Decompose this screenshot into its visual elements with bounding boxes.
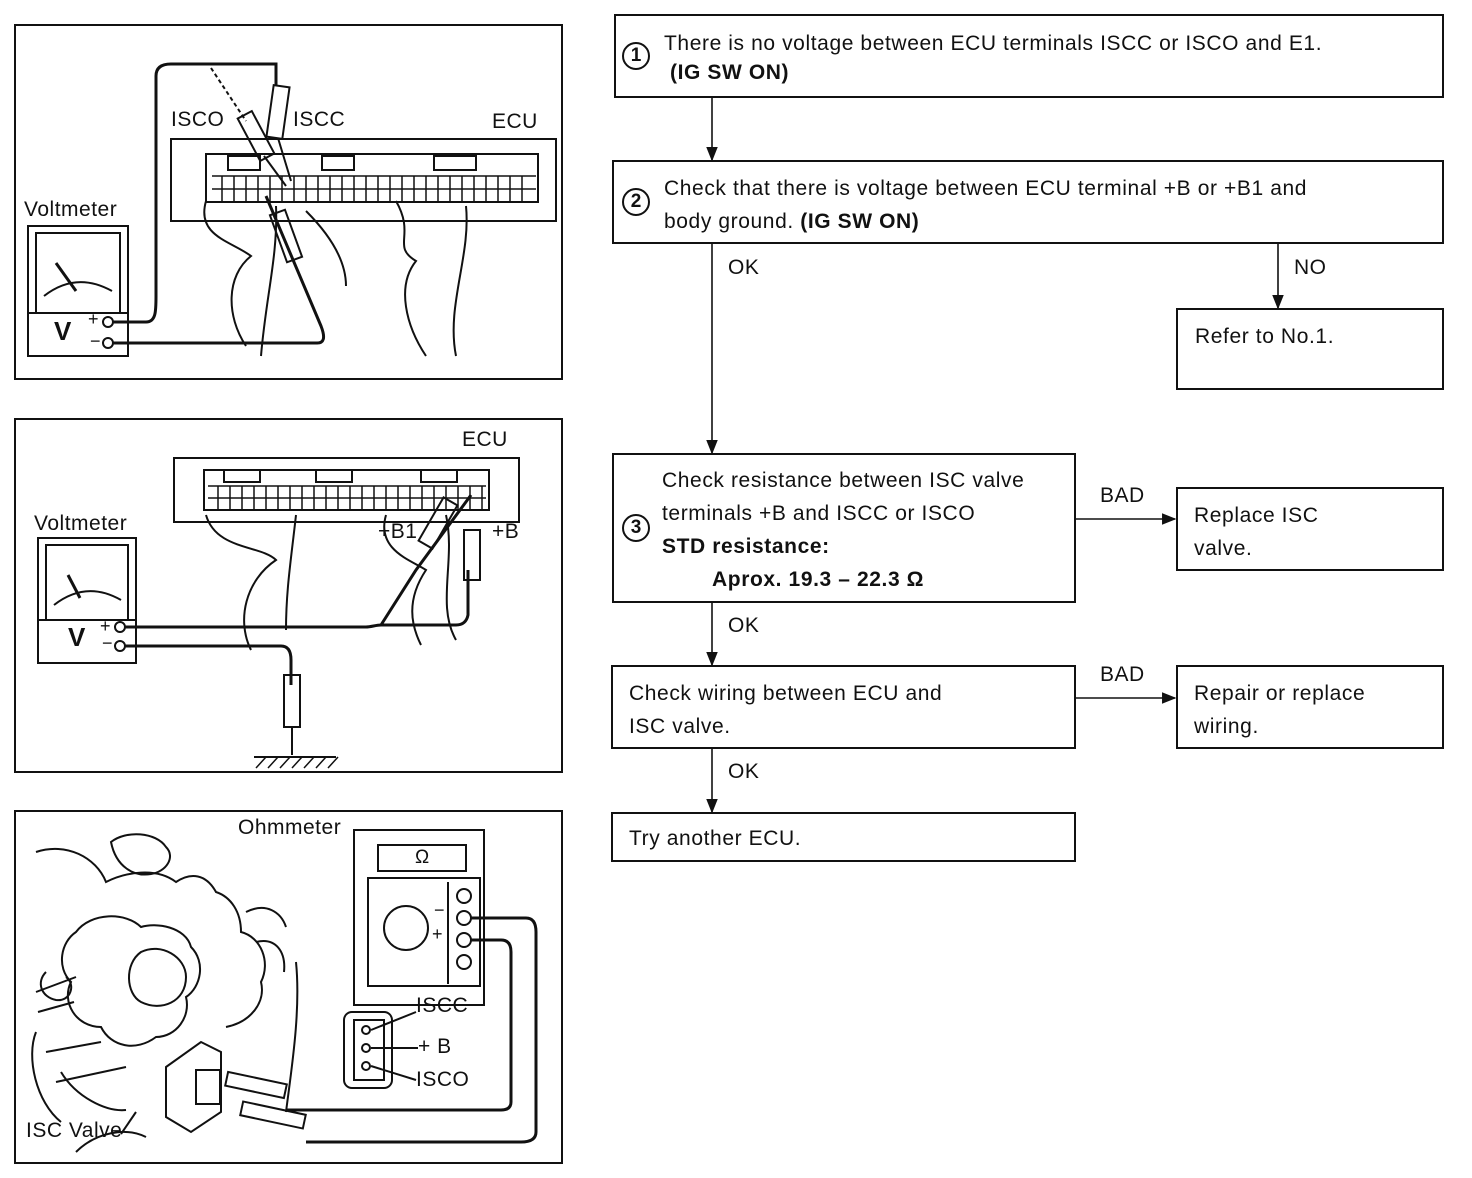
step2-text: Check that there is voltage between ECU … xyxy=(664,177,1308,200)
isc-valve-label: ISC Valve xyxy=(26,1119,123,1142)
isco-label: ISCO xyxy=(171,108,225,131)
step3-box: Check resistance between ISC valve termi… xyxy=(612,453,1076,603)
step3-line2: terminals +B and ISCC or ISCO xyxy=(662,502,976,525)
replace-valve-box: Replace ISC valve. xyxy=(1176,487,1444,571)
ok-label-wiring: OK xyxy=(728,760,760,783)
replace-line1: Replace ISC xyxy=(1194,504,1319,527)
replace-line2: valve. xyxy=(1194,537,1253,560)
step1-text: There is no voltage between ECU terminal… xyxy=(664,32,1323,55)
plus-terminal-label: + xyxy=(88,309,100,329)
ecu-box: Try another ECU. xyxy=(611,812,1076,862)
ohmmeter-valve-drawing xyxy=(31,829,538,1153)
step1-box: There is no voltage between ECU terminal… xyxy=(614,14,1444,98)
voltmeter-probe-drawing xyxy=(27,62,557,357)
step1-condition: (IG SW ON) xyxy=(670,61,790,84)
ok-label-step2: OK xyxy=(728,256,760,279)
b1-terminal-label: +B1 xyxy=(378,520,418,543)
b-pin-label: + B xyxy=(418,1035,452,1058)
repair-line1: Repair or replace xyxy=(1194,682,1366,705)
ohmmeter-label: Ohmmeter xyxy=(238,816,342,839)
plus-terminal-label: + xyxy=(432,924,444,944)
illustration-voltage-iscc-isco: ISCO ISCC ECU Voltmeter V + − xyxy=(14,24,563,380)
isco-pin-label: ISCO xyxy=(416,1068,470,1091)
voltmeter-v-letter: V xyxy=(54,316,72,346)
minus-terminal-label: − xyxy=(102,633,114,653)
wiring-line2: ISC valve. xyxy=(629,715,731,738)
plus-terminal-label: + xyxy=(100,616,112,636)
ecu-text: Try another ECU. xyxy=(629,827,802,850)
wiring-line1: Check wiring between ECU and xyxy=(629,682,943,705)
b-terminal-label: +B xyxy=(492,520,520,543)
voltmeter-ground-drawing xyxy=(37,457,520,769)
step3-number-badge: 3 xyxy=(622,514,650,542)
illustration-voltage-b-b1: ECU Voltmeter +B1 +B V + − xyxy=(14,418,563,773)
ecu-label: ECU xyxy=(492,110,538,133)
step2-box: Check that there is voltage between ECU … xyxy=(612,160,1444,244)
step3-line1: Check resistance between ISC valve xyxy=(662,469,1025,492)
bad-label-step3: BAD xyxy=(1100,484,1145,507)
repair-box: Repair or replace wiring. xyxy=(1176,665,1444,749)
ohm-symbol: Ω xyxy=(415,847,430,868)
repair-line2: wiring. xyxy=(1194,715,1259,738)
step3-std-value: Aprox. 19.3 – 22.3 Ω xyxy=(712,568,925,591)
minus-terminal-label: − xyxy=(90,331,102,351)
voltmeter-label: Voltmeter xyxy=(34,512,128,535)
voltmeter-v-letter: V xyxy=(68,622,86,652)
step1-number-badge: 1 xyxy=(622,42,650,70)
refer-box: Refer to No.1. xyxy=(1176,308,1444,390)
step2-number-badge: 2 xyxy=(622,188,650,216)
iscc-label: ISCC xyxy=(293,108,346,131)
step2-condition: (IG SW ON) xyxy=(800,210,920,233)
bad-label-wiring: BAD xyxy=(1100,663,1145,686)
refer-text: Refer to No.1. xyxy=(1195,325,1335,348)
step2-text-cont: body ground. xyxy=(664,210,801,233)
no-label-step2: NO xyxy=(1294,256,1327,279)
voltmeter-label: Voltmeter xyxy=(24,198,118,221)
wiring-box: Check wiring between ECU and ISC valve. xyxy=(611,665,1076,749)
minus-terminal-label: − xyxy=(434,900,446,920)
illustration-isc-valve-resistance: Ohmmeter Ω − + ISCC + B ISCO ISC Valve xyxy=(14,810,563,1164)
step3-std-label: STD resistance: xyxy=(662,535,830,558)
iscc-pin-label: ISCC xyxy=(416,994,469,1017)
ok-label-step3: OK xyxy=(728,614,760,637)
ecu-label: ECU xyxy=(462,428,508,451)
